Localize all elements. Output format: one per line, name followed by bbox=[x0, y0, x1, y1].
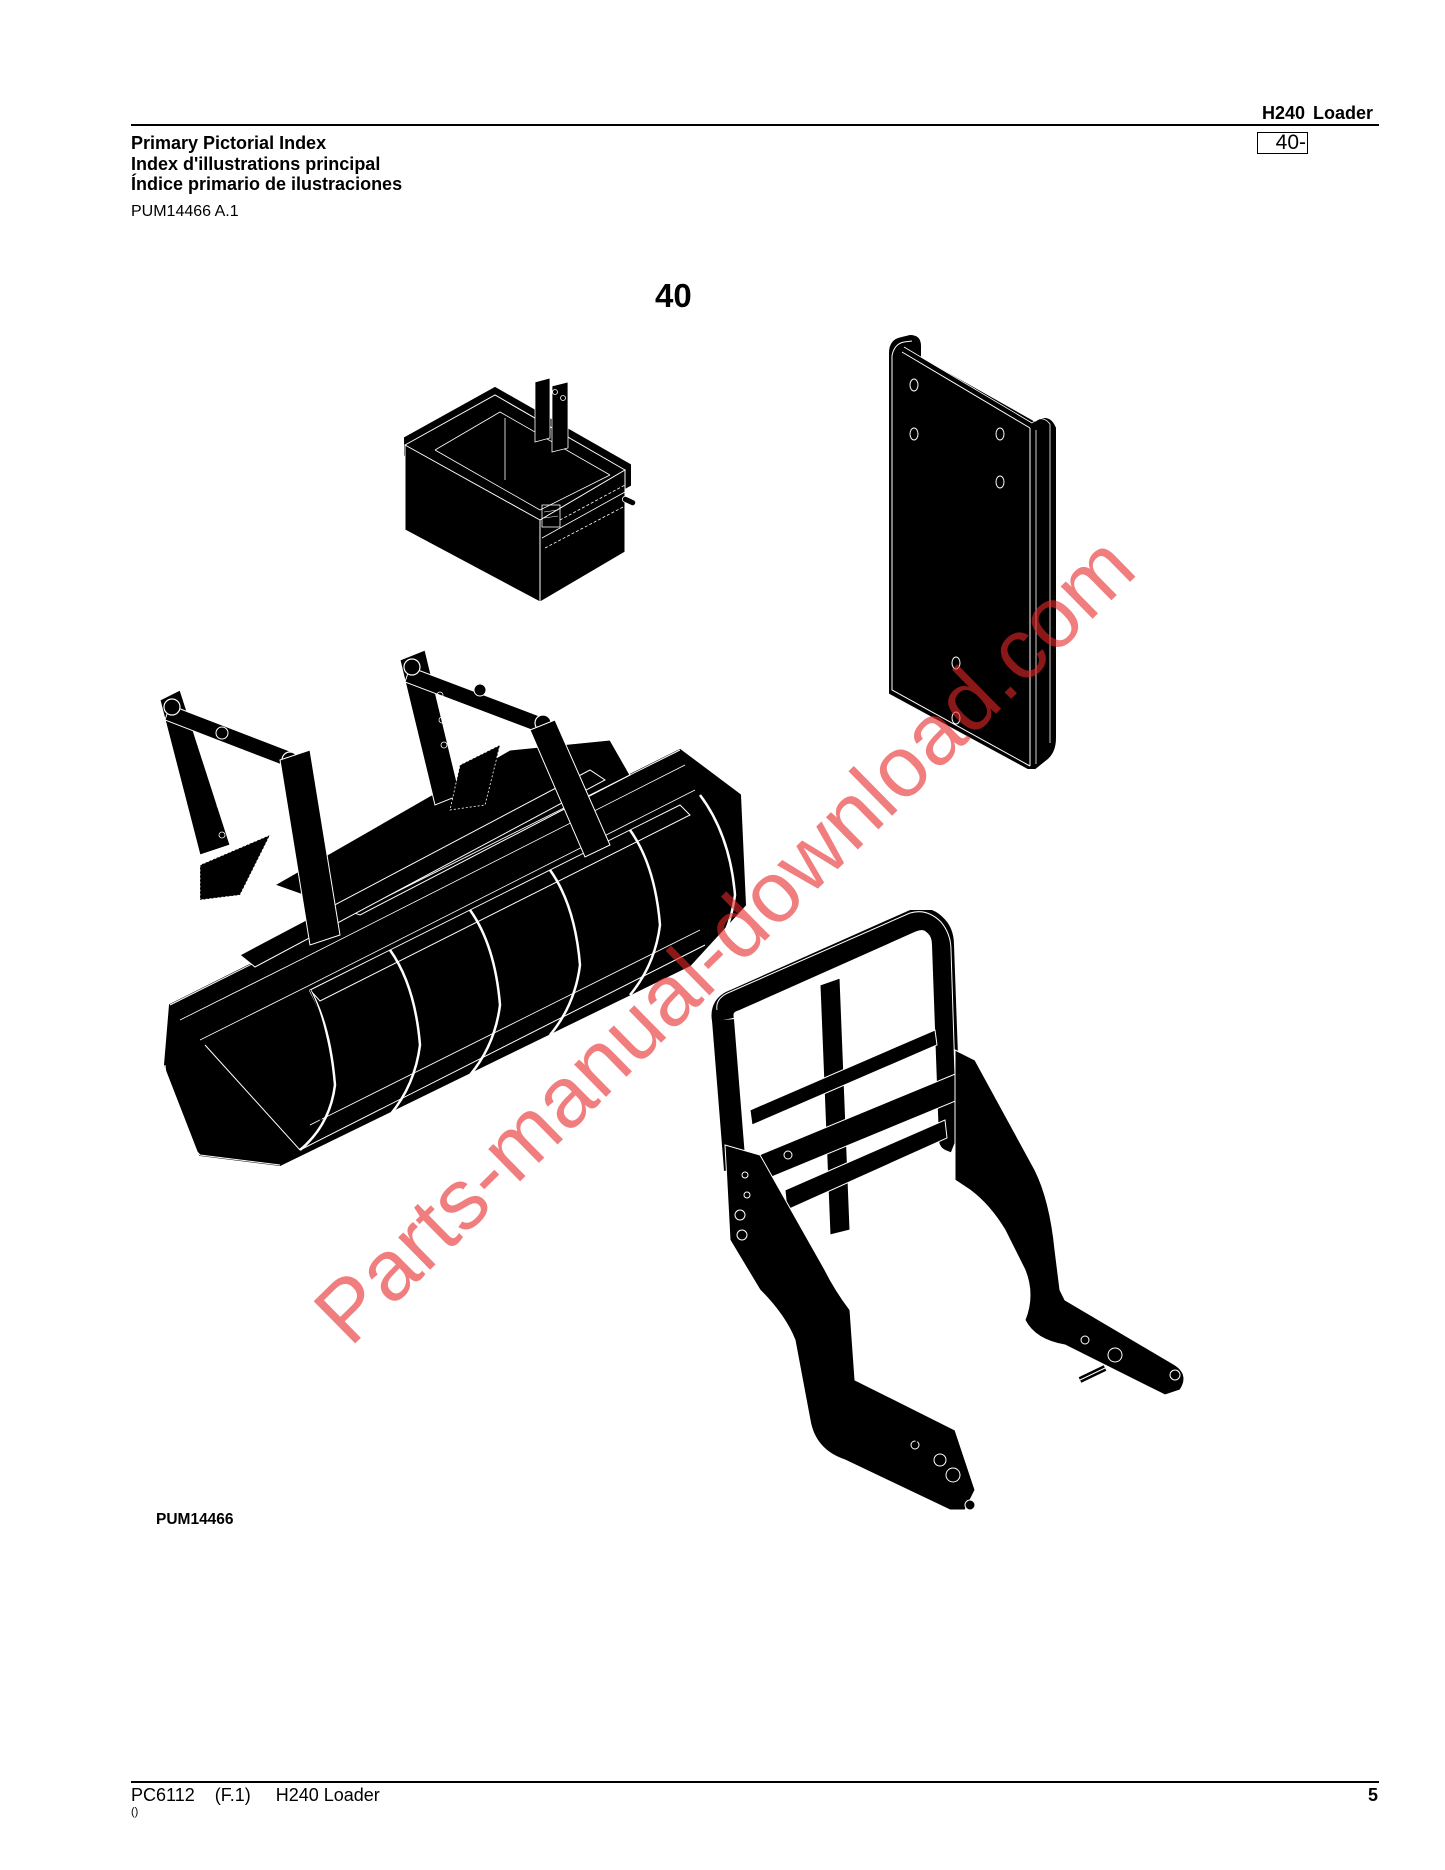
page-title-fr: Index d'illustrations principal bbox=[131, 153, 381, 174]
figure-group-number: 40 bbox=[655, 277, 692, 314]
page-title-es: Índice primario de ilustraciones bbox=[131, 174, 403, 194]
header-rule bbox=[131, 124, 1379, 126]
section-name: H240 Loader bbox=[1262, 103, 1374, 123]
section-number-box: 40- bbox=[1257, 132, 1308, 154]
page-title-en: Primary Pictorial Index bbox=[131, 133, 327, 153]
page-title: Primary Pictorial Index Index d'illustra… bbox=[131, 133, 402, 195]
page-number: 5 bbox=[1368, 1785, 1379, 1805]
figure-label: PUM14466 bbox=[156, 1511, 234, 1528]
footer-rule bbox=[131, 1781, 1379, 1783]
mounting-plate-illustration bbox=[889, 334, 1056, 769]
footer-subtext: () bbox=[131, 1806, 139, 1818]
footer-text: PC6112 (F.1) H240 Loader bbox=[131, 1785, 380, 1805]
grapple-bucket-illustration bbox=[160, 649, 747, 1167]
document-code: PUM14466 A.1 bbox=[131, 203, 239, 220]
mounting-frame-illustration bbox=[711, 910, 1185, 1511]
ballast-box-illustration bbox=[404, 377, 637, 603]
